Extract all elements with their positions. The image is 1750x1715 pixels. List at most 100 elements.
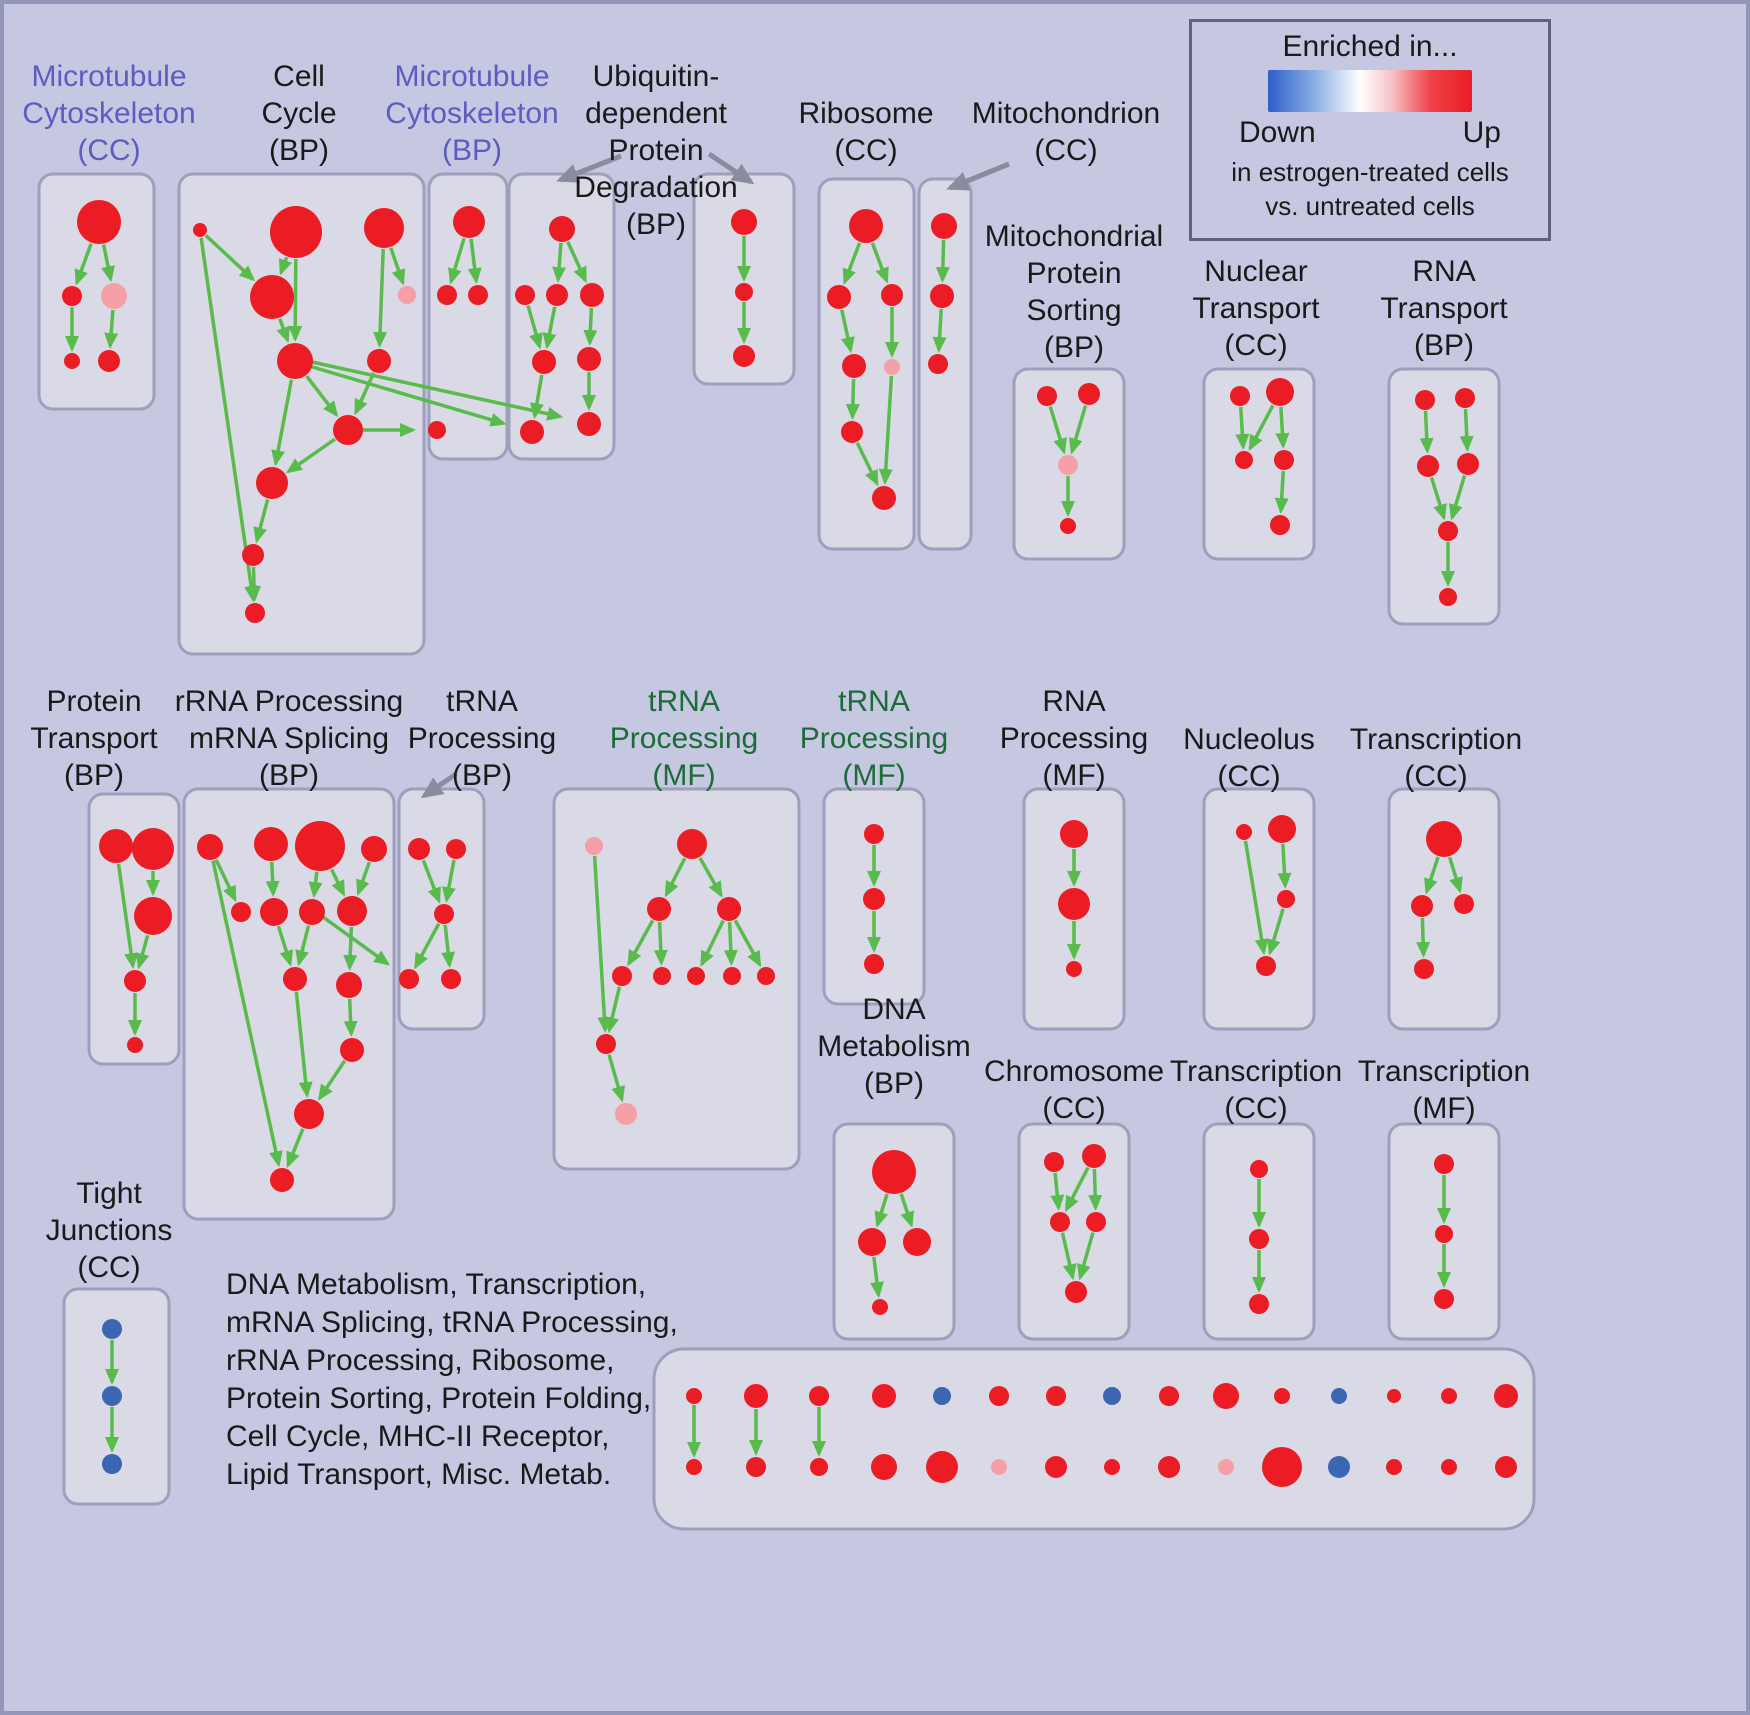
gene-node-rrna-processing-mrna-splicing-bp-2 [295,821,345,871]
gene-node-misc-categories-box-26 [1328,1456,1350,1478]
cluster-box-ribosome-cc [817,177,916,551]
gene-node-nuclear-transport-cc-4 [1270,515,1290,535]
gene-node-protein-transport-bp-3 [124,970,146,992]
legend: Enriched in... Down Up in estrogen-treat… [1189,19,1551,241]
gene-node-rrna-processing-mrna-splicing-bp-9 [336,972,362,998]
gene-node-ribosome-cc-4 [884,359,900,375]
legend-downup-row: Down Up [1239,116,1501,150]
network-edge [354,372,376,416]
gene-node-trna-processing-mf-1-8 [757,967,775,985]
gene-node-transcription-cc-mid-0 [1426,821,1462,857]
network-edge [1277,843,1292,890]
network-edge [1429,476,1447,521]
gene-node-protein-transport-bp-0 [99,829,133,863]
gene-node-microtubule-cytoskeleton-cc-2 [101,283,127,309]
gene-node-trna-processing-mf-1-6 [687,967,705,985]
network-edge [592,855,612,1034]
network-edge [870,242,889,284]
gene-node-misc-categories-box-15 [686,1459,702,1475]
network-edge [1060,1232,1077,1281]
network-edge [329,868,346,897]
network-edge [271,379,294,467]
network-edge [1267,908,1285,956]
gene-node-cell-cycle-bp-1 [270,206,322,258]
network-edge [653,921,668,967]
network-edge [441,924,456,969]
gene-node-transcription-cc-mid-2 [1454,894,1474,914]
gene-node-misc-categories-box-11 [1331,1388,1347,1404]
gene-node-trna-processing-bp-2 [434,904,454,924]
gene-node-chromosome-cc-4 [1065,1281,1087,1303]
gene-node-rna-transport-bp-1 [1455,388,1475,408]
gene-node-trna-processing-mf-1-2 [647,897,671,921]
network-edge [1088,1168,1103,1212]
network-edge [899,1193,914,1228]
gene-node-trna-processing-mf-1-4 [612,966,632,986]
gene-node-misc-categories-box-20 [991,1459,1007,1475]
network-diagram [37,151,1536,1531]
gene-node-misc-categories-box-8 [1159,1386,1179,1406]
gene-node-transcription-cc-low-1 [1249,1229,1269,1249]
gene-node-rrna-processing-mrna-splicing-bp-7 [337,896,367,926]
gene-node-transcription-mf-2 [1434,1289,1454,1309]
gene-node-trna-processing-mf-1-10 [615,1103,637,1125]
gene-node-misc-categories-box-27 [1386,1459,1402,1475]
gene-node-transcription-cc-mid-1 [1411,895,1433,917]
network-edge [1449,474,1467,521]
gene-node-ubiquitin-dependent-protein-degradation-bp-1-7 [577,412,601,436]
gene-node-microtubule-cytoskeleton-cc-4 [98,350,120,372]
gene-node-ubiquitin-dependent-protein-degradation-bp-1-1 [515,285,535,305]
gene-node-ubiquitin-dependent-protein-degradation-bp-1-3 [580,283,604,307]
gene-node-trna-processing-bp-0 [408,838,430,860]
cluster-box-nucleolus-cc [1202,787,1316,1031]
network-edge [1274,470,1289,515]
gene-node-microtubule-cytoskeleton-bp-2 [468,285,488,305]
network-edge [214,858,237,903]
network-edge [845,378,860,421]
gene-node-misc-categories-box-12 [1387,1389,1401,1403]
gene-node-misc-categories-box-6 [1046,1386,1066,1406]
network-edge [265,861,280,898]
gene-node-tight-junctions-cc-1 [102,1386,122,1406]
network-edge [723,921,738,967]
gene-node-nuclear-transport-cc-1 [1266,378,1294,406]
network-edge [1243,840,1269,956]
cluster-box-cell-cycle-bp [177,172,426,656]
network-edge [1048,406,1067,455]
gene-node-transcription-cc-low-2 [1249,1294,1269,1314]
gene-node-cell-cycle-bp-8 [256,467,288,499]
gene-node-misc-categories-box-17 [810,1458,828,1476]
gene-node-misc-categories-box-18 [871,1454,897,1480]
gene-node-rrna-processing-mrna-splicing-bp-11 [294,1099,324,1129]
network-edge [1459,408,1474,453]
gene-node-nucleolus-cc-2 [1277,890,1295,908]
network-edge [295,925,311,967]
network-edge [294,991,313,1099]
network-edge [530,374,544,420]
gene-node-misc-categories-box-16 [746,1457,766,1477]
gene-node-trna-processing-mf-1-7 [723,967,741,985]
gene-node-dna-metabolism-bp-0 [872,1150,916,1194]
network-edge [1076,1232,1095,1281]
gene-node-cell-cycle-bp-10 [245,603,265,623]
gene-node-tight-junctions-cc-0 [102,1319,122,1339]
gene-node-ubiquitin-dependent-protein-degradation-bp-1-2 [546,284,568,306]
network-edge [526,305,543,350]
gene-node-rna-transport-bp-5 [1439,588,1457,606]
network-edge [874,1193,889,1228]
gene-node-rna-processing-mf-1 [1058,888,1090,920]
network-edge [199,237,259,603]
gene-node-cell-cycle-bp-0 [193,223,207,237]
network-edge [467,238,482,285]
gene-node-nucleolus-cc-1 [1268,815,1296,843]
network-edge [276,318,290,344]
gene-node-mitochondrial-protein-sorting-bp-2 [1058,455,1078,475]
gene-node-tight-junctions-cc-2 [102,1454,122,1474]
label-pointer-arrow [946,161,1010,191]
network-edge [627,919,655,967]
legend-gradient-bar [1268,70,1472,112]
gene-node-cell-cycle-bp-2 [364,208,404,248]
gene-node-microtubule-cytoskeleton-bp-0 [453,206,485,238]
gene-node-misc-categories-box-3 [872,1384,896,1408]
gene-node-rrna-processing-mrna-splicing-bp-10 [340,1038,364,1062]
